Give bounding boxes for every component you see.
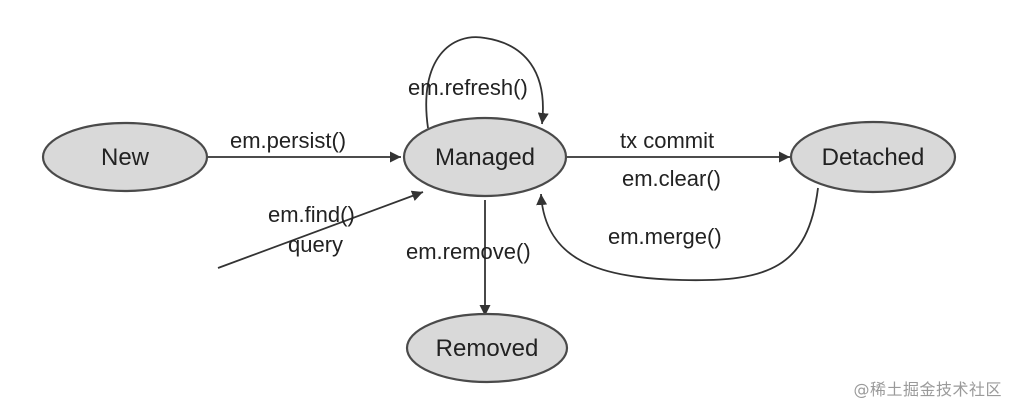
label-find-line1: em.find()	[268, 202, 355, 227]
label-persist: em.persist()	[230, 128, 346, 153]
label-commit-line1: tx commit	[620, 128, 714, 153]
label-commit-line2: em.clear()	[622, 166, 721, 191]
edge-merge	[536, 187, 819, 282]
node-removed-label: Removed	[436, 335, 539, 362]
label-refresh: em.refresh()	[408, 75, 528, 100]
label-find-line2: query	[288, 232, 343, 257]
label-remove: em.remove()	[406, 239, 531, 264]
node-detached-label: Detached	[822, 144, 925, 171]
node-removed: Removed	[405, 312, 569, 384]
node-new: New	[41, 121, 209, 193]
edge-refresh	[425, 36, 549, 129]
label-merge: em.merge()	[608, 224, 722, 249]
edge-find	[217, 190, 424, 269]
node-new-label: New	[101, 144, 150, 171]
node-managed: Managed	[402, 116, 568, 198]
node-managed-label: Managed	[435, 144, 535, 171]
watermark: @稀土掘金技术社区	[853, 380, 1002, 399]
node-detached: Detached	[789, 120, 957, 194]
